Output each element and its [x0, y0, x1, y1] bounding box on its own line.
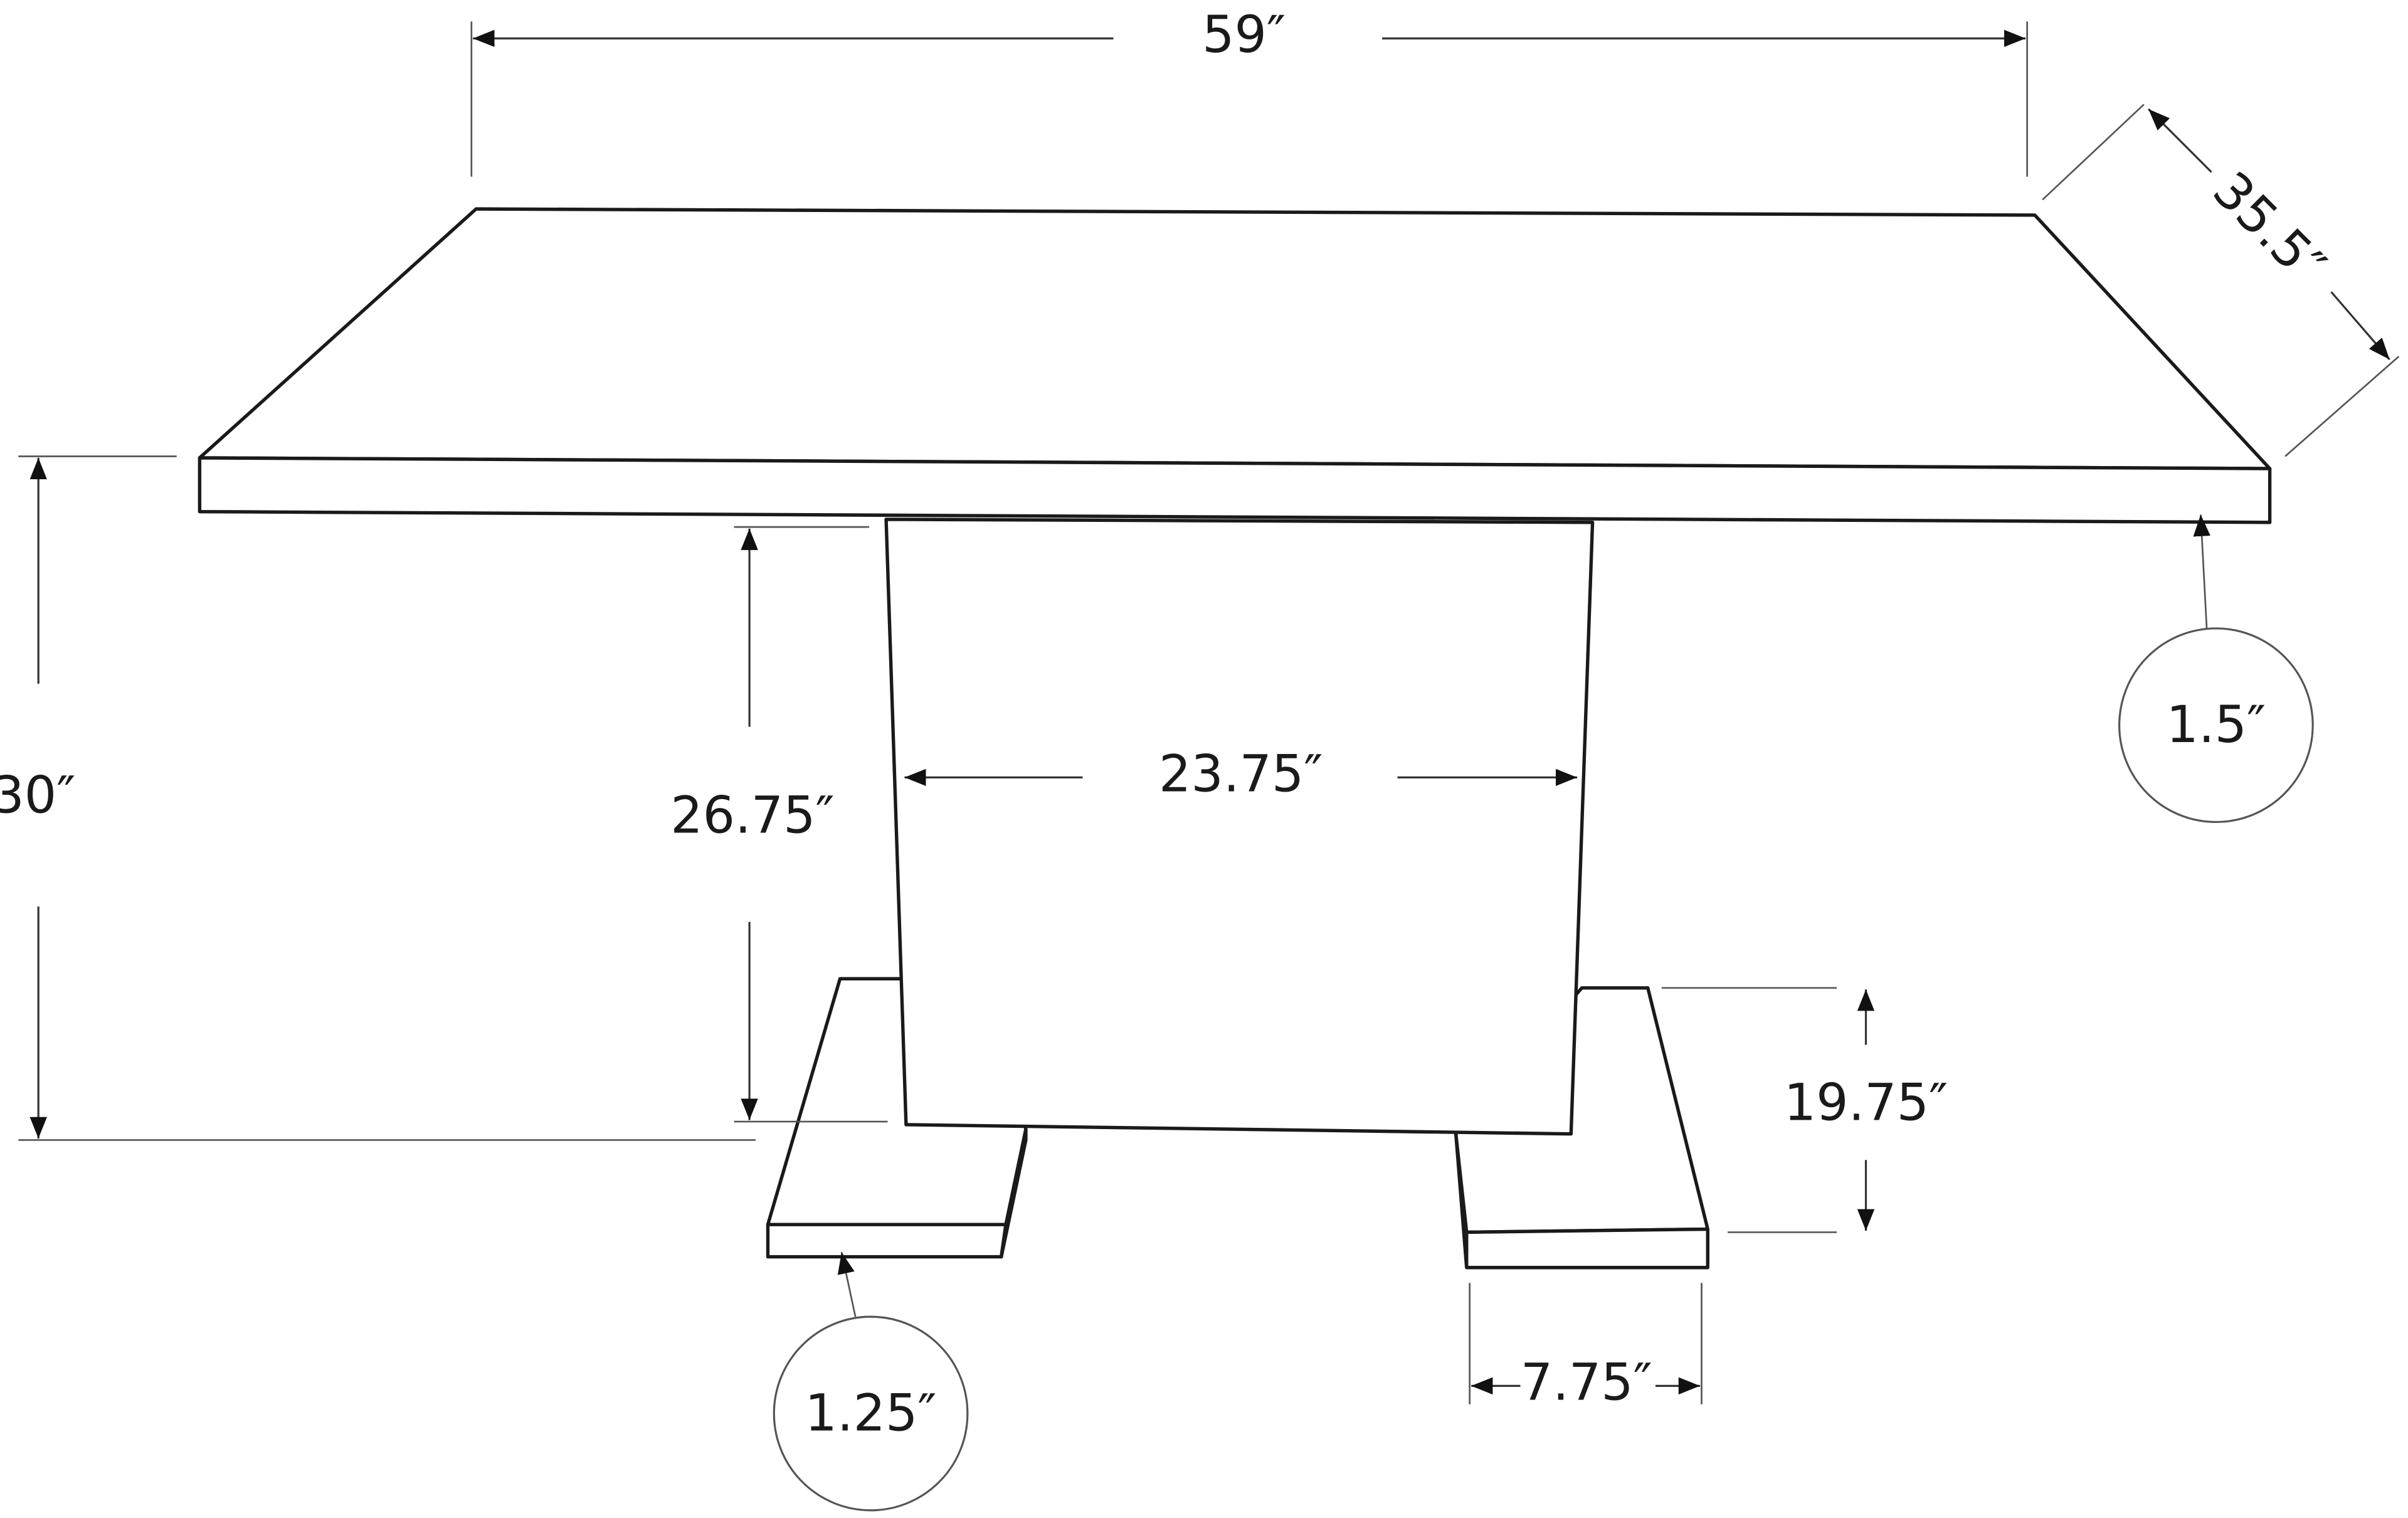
foot-depth-label: 19.75″	[1784, 1074, 1948, 1133]
height-label: 30″	[0, 767, 75, 825]
top-thickness-label: 1.5″	[2167, 696, 2266, 755]
height-dimension: 30″	[0, 455, 756, 1141]
foot-depth-dimension: 19.75″	[1661, 987, 1948, 1233]
pedestal-height-dimension: 26.75″	[670, 526, 888, 1123]
width-label: 59″	[1202, 6, 1286, 65]
pedestal-height-label: 26.75″	[670, 786, 835, 845]
depth-label: 35.5″	[2202, 161, 2337, 295]
pedestal	[884, 518, 1595, 1136]
width-dimension: 59″	[470, 6, 2028, 177]
foot-width-label: 7.75″	[1521, 1353, 1652, 1412]
foot-thickness-label: 1.25″	[805, 1384, 937, 1443]
tabletop	[198, 207, 2272, 524]
top-thickness-callout: 1.5″	[2118, 514, 2314, 824]
foot-width-dimension: 7.75″	[1469, 1283, 1703, 1412]
pedestal-width-dimension: 23.75″	[904, 745, 1578, 804]
pedestal-width-label: 23.75″	[1159, 745, 1323, 804]
foot-thickness-callout: 1.25″	[773, 1251, 969, 1512]
